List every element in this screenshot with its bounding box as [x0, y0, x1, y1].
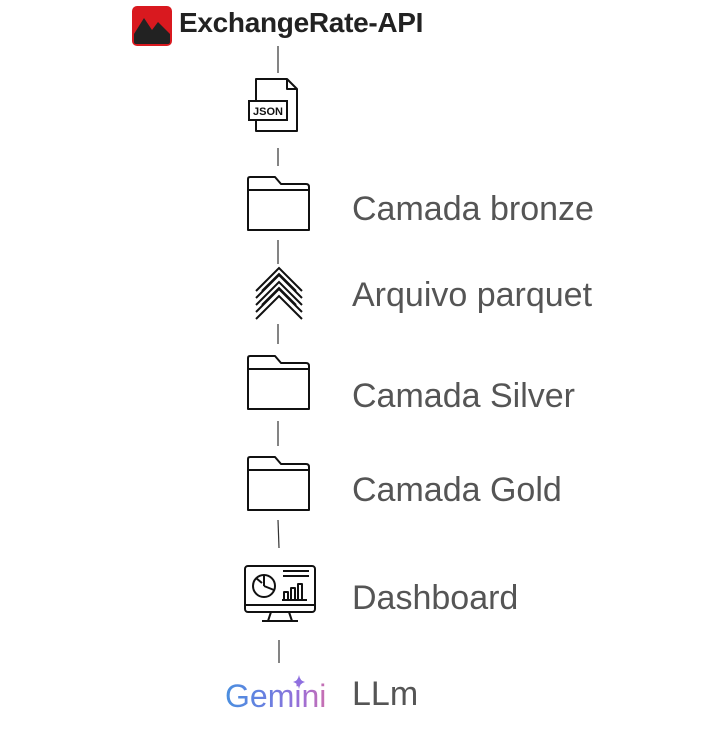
label-camada-bronze: Camada bronze [352, 190, 594, 228]
svg-text:JSON: JSON [253, 106, 283, 118]
label-camada-gold: Camada Gold [352, 471, 562, 509]
label-camada-silver: Camada Silver [352, 377, 575, 415]
json-file-icon: JSON [248, 78, 298, 132]
parquet-icon [255, 266, 303, 320]
exchangerate-api-logo: ExchangeRate-API [179, 7, 424, 38]
folder-icon-gold [247, 456, 310, 511]
dashboard-monitor-icon [244, 565, 316, 622]
gemini-sparkle-icon [293, 675, 305, 689]
connectors [277, 46, 280, 663]
folder-icon-silver [247, 355, 310, 410]
gemini-logo: Gemini [225, 678, 327, 714]
label-arquivo-parquet: Arquivo parquet [352, 276, 593, 314]
label-llm: LLm [352, 675, 419, 713]
connector-gold-dashboard [277, 519, 280, 549]
label-dashboard: Dashboard [352, 579, 519, 617]
exchangerate-logo-icon [132, 6, 172, 46]
folder-icon-bronze [247, 176, 310, 231]
